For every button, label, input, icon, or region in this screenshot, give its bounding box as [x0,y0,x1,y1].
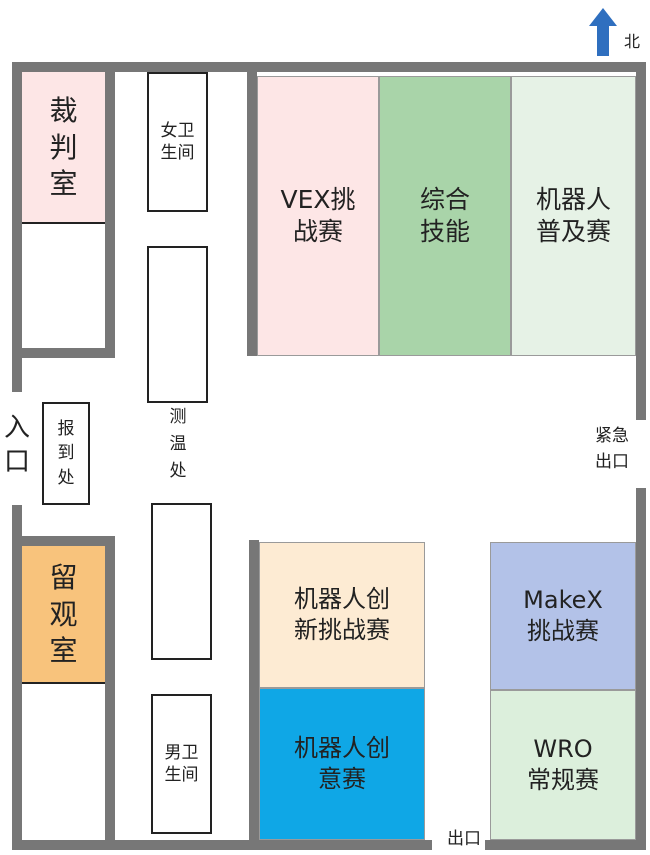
wall-left-lower [12,505,22,850]
temperature-station-label: 测 温 处 [169,407,187,482]
wall-right-upper [636,62,646,420]
viewing-room-label: 留 观 室 [49,561,78,668]
innovation-challenge-zone: 机器人创 新挑战赛 [259,542,425,688]
wro-regular-zone: WRO 常规赛 [490,690,636,840]
male-restroom-label: 男卫 生间 [164,742,199,785]
comprehensive-skills-zone: 综合 技能 [379,76,511,356]
male-restroom: 男卫 生间 [151,694,212,834]
viewing-room: 留 观 室 [22,546,105,684]
innovation-label: 机器人创 意赛 [294,733,390,793]
wall-bottom-right [485,840,646,850]
referee-room-divider [22,222,105,224]
vex-challenge-zone: VEX挑 战赛 [257,76,379,356]
wro-regular-label: WRO 常规赛 [527,734,599,794]
wall-right-lower [636,488,646,850]
corridor-stall-2 [151,503,212,660]
makex-challenge-zone: MakeX 挑战赛 [490,542,636,690]
robot-popular-zone: 机器人 普及赛 [511,76,636,356]
entrance-label: 入 口 [3,413,30,477]
wall-top [12,62,642,72]
wall-viewing-right [105,536,115,850]
wall-bottom [12,840,432,850]
north-label: 北 [624,32,641,51]
referee-room: 裁 判 室 [22,72,105,224]
wall-upper-block-left [247,62,257,356]
wall-referee-bottom [12,348,115,358]
north-arrow-icon [589,8,617,56]
emergency-exit-label: 紧急 出口 [595,426,629,472]
robot-popular-label: 机器人 普及赛 [535,184,611,247]
corridor-stall-1 [147,246,208,403]
exit-label: 出口 [447,829,481,849]
makex-challenge-label: MakeX 挑战赛 [523,585,603,645]
wall-lower-block-left [249,540,259,840]
registration-desk: 报 到 处 [42,402,90,505]
referee-room-label: 裁 判 室 [49,94,78,201]
viewing-room-divider [22,682,105,684]
registration-desk-label: 报 到 处 [57,418,75,488]
comprehensive-skills-label: 综合 技能 [419,184,470,247]
female-restroom: 女卫 生间 [147,72,208,212]
wall-viewing-top [12,536,115,546]
female-restroom-label: 女卫 生间 [160,120,195,163]
vex-challenge-label: VEX挑 战赛 [280,184,356,247]
wall-left-upper [12,62,22,392]
wall-referee-right [105,62,115,358]
innovation-challenge-label: 机器人创 新挑战赛 [294,584,390,644]
innovation-zone: 机器人创 意赛 [259,688,425,840]
